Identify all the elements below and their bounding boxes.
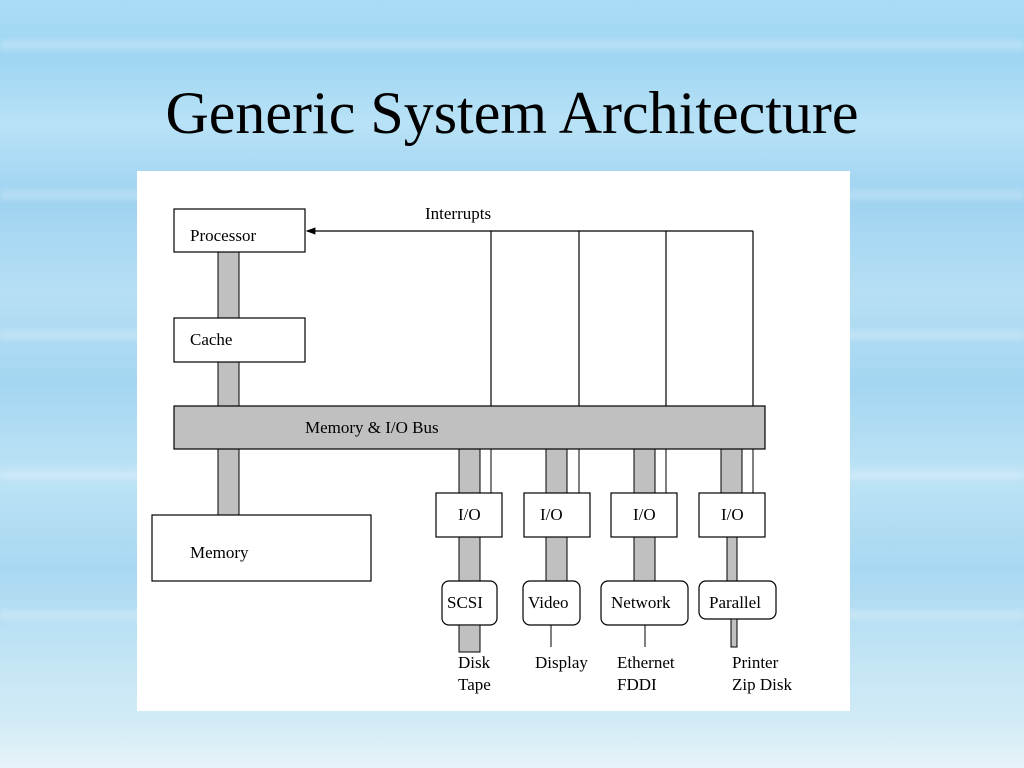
network-label: Network (611, 593, 671, 612)
io-adapter-link (545, 536, 568, 582)
cache-box (173, 317, 306, 363)
device-label: Zip Disk (732, 675, 792, 694)
bus-io-link (720, 448, 743, 494)
scsi-device-link (458, 624, 481, 653)
device-label: FDDI (617, 675, 657, 694)
io-adapter-link (458, 536, 481, 582)
io-label: I/O (540, 505, 563, 524)
video-label: Video (528, 593, 569, 612)
io-adapter-link (633, 536, 656, 582)
cache-label: Cache (190, 330, 232, 349)
io-box (523, 492, 591, 538)
bus-label: Memory & I/O Bus (305, 418, 439, 437)
io-label: I/O (721, 505, 744, 524)
processor-cache-link (217, 251, 240, 319)
io-box (435, 492, 503, 538)
device-label: Tape (458, 675, 491, 694)
parallel-device-link (730, 618, 738, 648)
architecture-diagram: Interrupts Proces (137, 171, 850, 711)
memory-io-bus (173, 405, 766, 450)
bus-io-link (633, 448, 656, 494)
bus-memory-link (217, 448, 240, 516)
device-label: Ethernet (617, 653, 675, 672)
device-label: Disk (458, 653, 491, 672)
cache-bus-link (217, 361, 240, 407)
io-box (610, 492, 678, 538)
memory-label: Memory (190, 543, 249, 562)
device-label: Printer (732, 653, 779, 672)
slide-title: Generic System Architecture (165, 80, 859, 146)
device-label: Display (535, 653, 588, 672)
scsi-label: SCSI (447, 593, 483, 612)
io-adapter-link (726, 536, 738, 582)
interrupt-lines (305, 227, 754, 406)
processor-box (173, 208, 306, 253)
processor-label: Processor (190, 226, 256, 245)
background-streak (0, 40, 1024, 50)
bus-io-link (545, 448, 568, 494)
parallel-label: Parallel (709, 593, 761, 612)
interrupts-label: Interrupts (425, 204, 491, 223)
io-label: I/O (633, 505, 656, 524)
bus-io-link (458, 448, 481, 494)
io-box (698, 492, 766, 538)
io-label: I/O (458, 505, 481, 524)
memory-box (151, 514, 372, 582)
